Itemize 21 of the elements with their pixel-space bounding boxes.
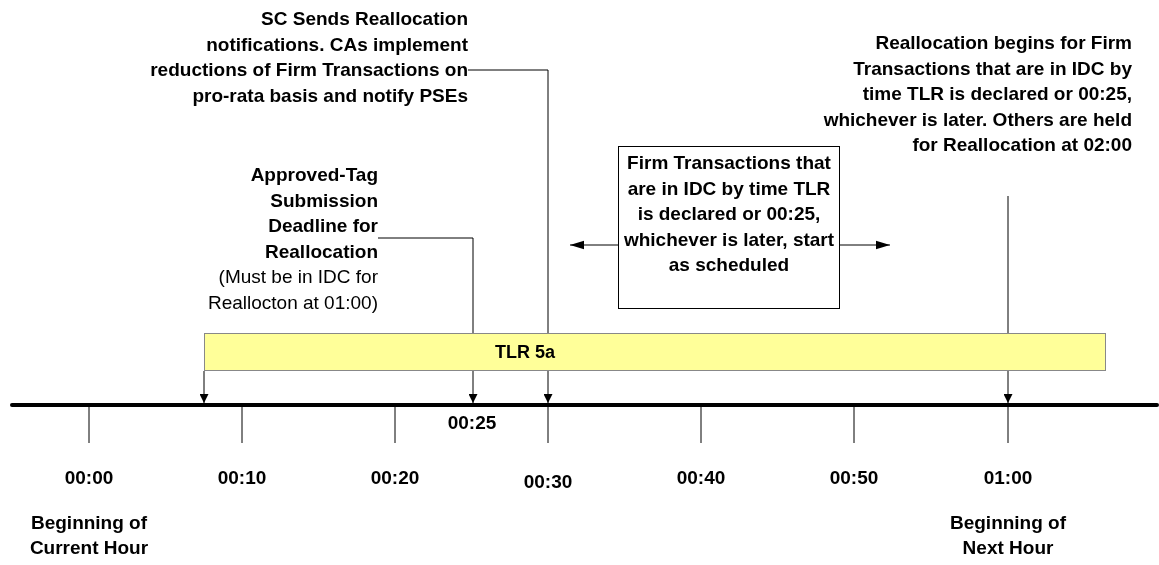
- tick-label: 01:00: [982, 466, 1034, 490]
- callout-text: SC Sends Reallocation notifications. CAs implement reductions of Firm Transactions on pro-rata basis and notify PSEs: [149, 7, 468, 108]
- hour-label: Beginning of Current Hour: [28, 511, 150, 560]
- timeline-axis: [10, 403, 1159, 407]
- timeline-bar: [204, 333, 1106, 371]
- tick-label: 00:50: [828, 466, 880, 490]
- hour-label: Beginning of Next Hour: [948, 511, 1068, 560]
- tick-label: 00:30: [522, 470, 574, 494]
- callout-note: (Must be in IDC for Reallocton at 01:00): [206, 265, 378, 315]
- tick-label: 00:25: [446, 411, 498, 435]
- callout-text: Approved-Tag Submission Deadline for Reallocation: [249, 163, 378, 264]
- tick-label: 00:20: [369, 466, 421, 490]
- tick-label: 00:00: [63, 466, 115, 490]
- arrow: [839, 240, 891, 250]
- arrow: [569, 240, 619, 250]
- note-box: [618, 146, 840, 309]
- leader-arrow: [199, 370, 209, 404]
- bar-label: TLR 5a: [494, 341, 556, 364]
- leader-arrow: [467, 69, 553, 404]
- tick-label: 00:40: [675, 466, 727, 490]
- tick-label: 00:10: [216, 466, 268, 490]
